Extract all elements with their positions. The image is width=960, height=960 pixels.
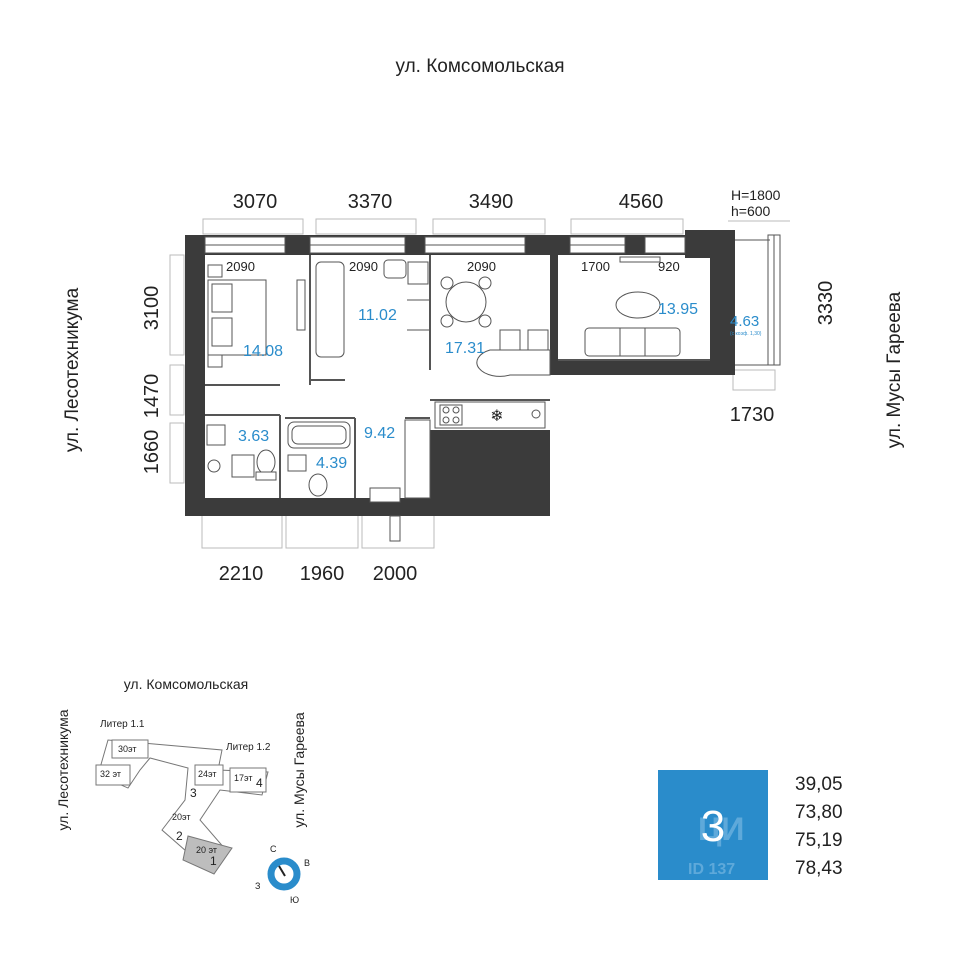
dim-left-1: 3100 <box>141 286 163 331</box>
window-width-1: 2090 <box>226 259 255 274</box>
dim-left-3: 1660 <box>141 430 163 475</box>
hall-fixtures <box>369 419 431 542</box>
dim-right: 3330 <box>815 281 837 326</box>
window-width-2: 2090 <box>349 259 378 274</box>
summary-badge: ЦИ ID 137 3 <box>658 770 768 880</box>
area-living: 13.95 <box>658 301 698 318</box>
site-liter-2: Литер 1.2 <box>226 742 271 753</box>
area-value-2: 73,80 <box>795 802 843 823</box>
compass-east: В <box>304 858 310 868</box>
site-floors-6: 20 эт <box>196 845 217 855</box>
area-bedroom: 14.08 <box>243 343 283 360</box>
area-value-3: 75,19 <box>795 830 843 851</box>
site-liter-1: Литер 1.1 <box>100 719 145 730</box>
site-floors-3: 24эт <box>198 769 217 779</box>
kitchen-furniture: ❄ <box>434 276 551 429</box>
room2-furniture <box>315 259 430 358</box>
site-building-1: 1 <box>210 854 217 868</box>
window-width-4: 1700 <box>581 259 610 274</box>
living-furniture <box>584 256 681 357</box>
dim-bottom-3: 2000 <box>373 563 418 585</box>
left-window-ticks <box>169 254 185 484</box>
window-width-5: 920 <box>658 259 680 274</box>
room-count: 3 <box>701 802 725 851</box>
site-street-right: ул. Мусы Гареева <box>291 712 307 827</box>
compass-south: Ю <box>290 895 299 905</box>
compass-west: З <box>255 881 260 891</box>
window-height-upper: H=1800 <box>731 187 781 203</box>
site-building-4: 4 <box>256 776 263 790</box>
area-bath2: 4.39 <box>316 455 347 472</box>
dim-bottom-1: 2210 <box>219 563 264 585</box>
watermark-id: ID 137 <box>688 861 735 878</box>
site-building-3: 3 <box>190 786 197 800</box>
top-window-ticks <box>202 218 684 235</box>
area-value-4: 78,43 <box>795 858 843 879</box>
street-right-label: ул. Мусы Гареева <box>884 291 905 448</box>
compass-north: С <box>270 844 277 854</box>
interior-partitions <box>205 255 710 498</box>
dim-right-lower: 1730 <box>730 404 775 426</box>
street-left-label: ул. Лесотехникума <box>62 287 83 452</box>
watermark-text: ЦИ <box>698 811 744 847</box>
dim-top-1: 3070 <box>233 191 278 213</box>
site-floors-1: 30эт <box>118 744 137 754</box>
site-street-left: ул. Лесотехникума <box>55 709 71 830</box>
area-kitchen: 17.31 <box>445 340 485 357</box>
dim-top-3: 3490 <box>469 191 514 213</box>
compass-icon <box>267 857 301 891</box>
street-top-label: ул. Комсомольская <box>396 56 565 77</box>
dim-bottom-2: 1960 <box>300 563 345 585</box>
site-plan: ул. Комсомольская ул. Лесотехникума ул. … <box>55 676 310 905</box>
bath1-fixtures <box>206 424 277 481</box>
site-floors-5: 20эт <box>172 812 191 822</box>
dim-left-2: 1470 <box>141 374 163 419</box>
window-width-3: 2090 <box>467 259 496 274</box>
area-bath1: 3.63 <box>238 428 269 445</box>
top-windows <box>204 236 686 254</box>
site-building-2: 2 <box>176 829 183 843</box>
balcony-lower-tick <box>732 369 776 391</box>
dim-top-2: 3370 <box>348 191 393 213</box>
area-balcony: 4.63 <box>730 313 759 330</box>
area-hall: 9.42 <box>364 425 395 442</box>
window-height-lower: h=600 <box>731 203 771 219</box>
area-room2: 11.02 <box>358 307 397 324</box>
balcony-coefficient: (с коэф. 1,30) <box>730 331 762 337</box>
area-value-1: 39,05 <box>795 774 843 795</box>
site-street-top: ул. Комсомольская <box>124 676 249 692</box>
site-floors-2: 32 эт <box>100 769 121 779</box>
bath2-fixtures <box>287 421 351 497</box>
bedroom-furniture <box>207 264 306 368</box>
room-count-badge <box>658 770 768 880</box>
balcony-glazing <box>735 234 781 366</box>
site-floors-4: 17эт <box>234 773 253 783</box>
freezer-icon: ❄ <box>490 408 503 425</box>
dim-top-4: 4560 <box>619 191 664 213</box>
